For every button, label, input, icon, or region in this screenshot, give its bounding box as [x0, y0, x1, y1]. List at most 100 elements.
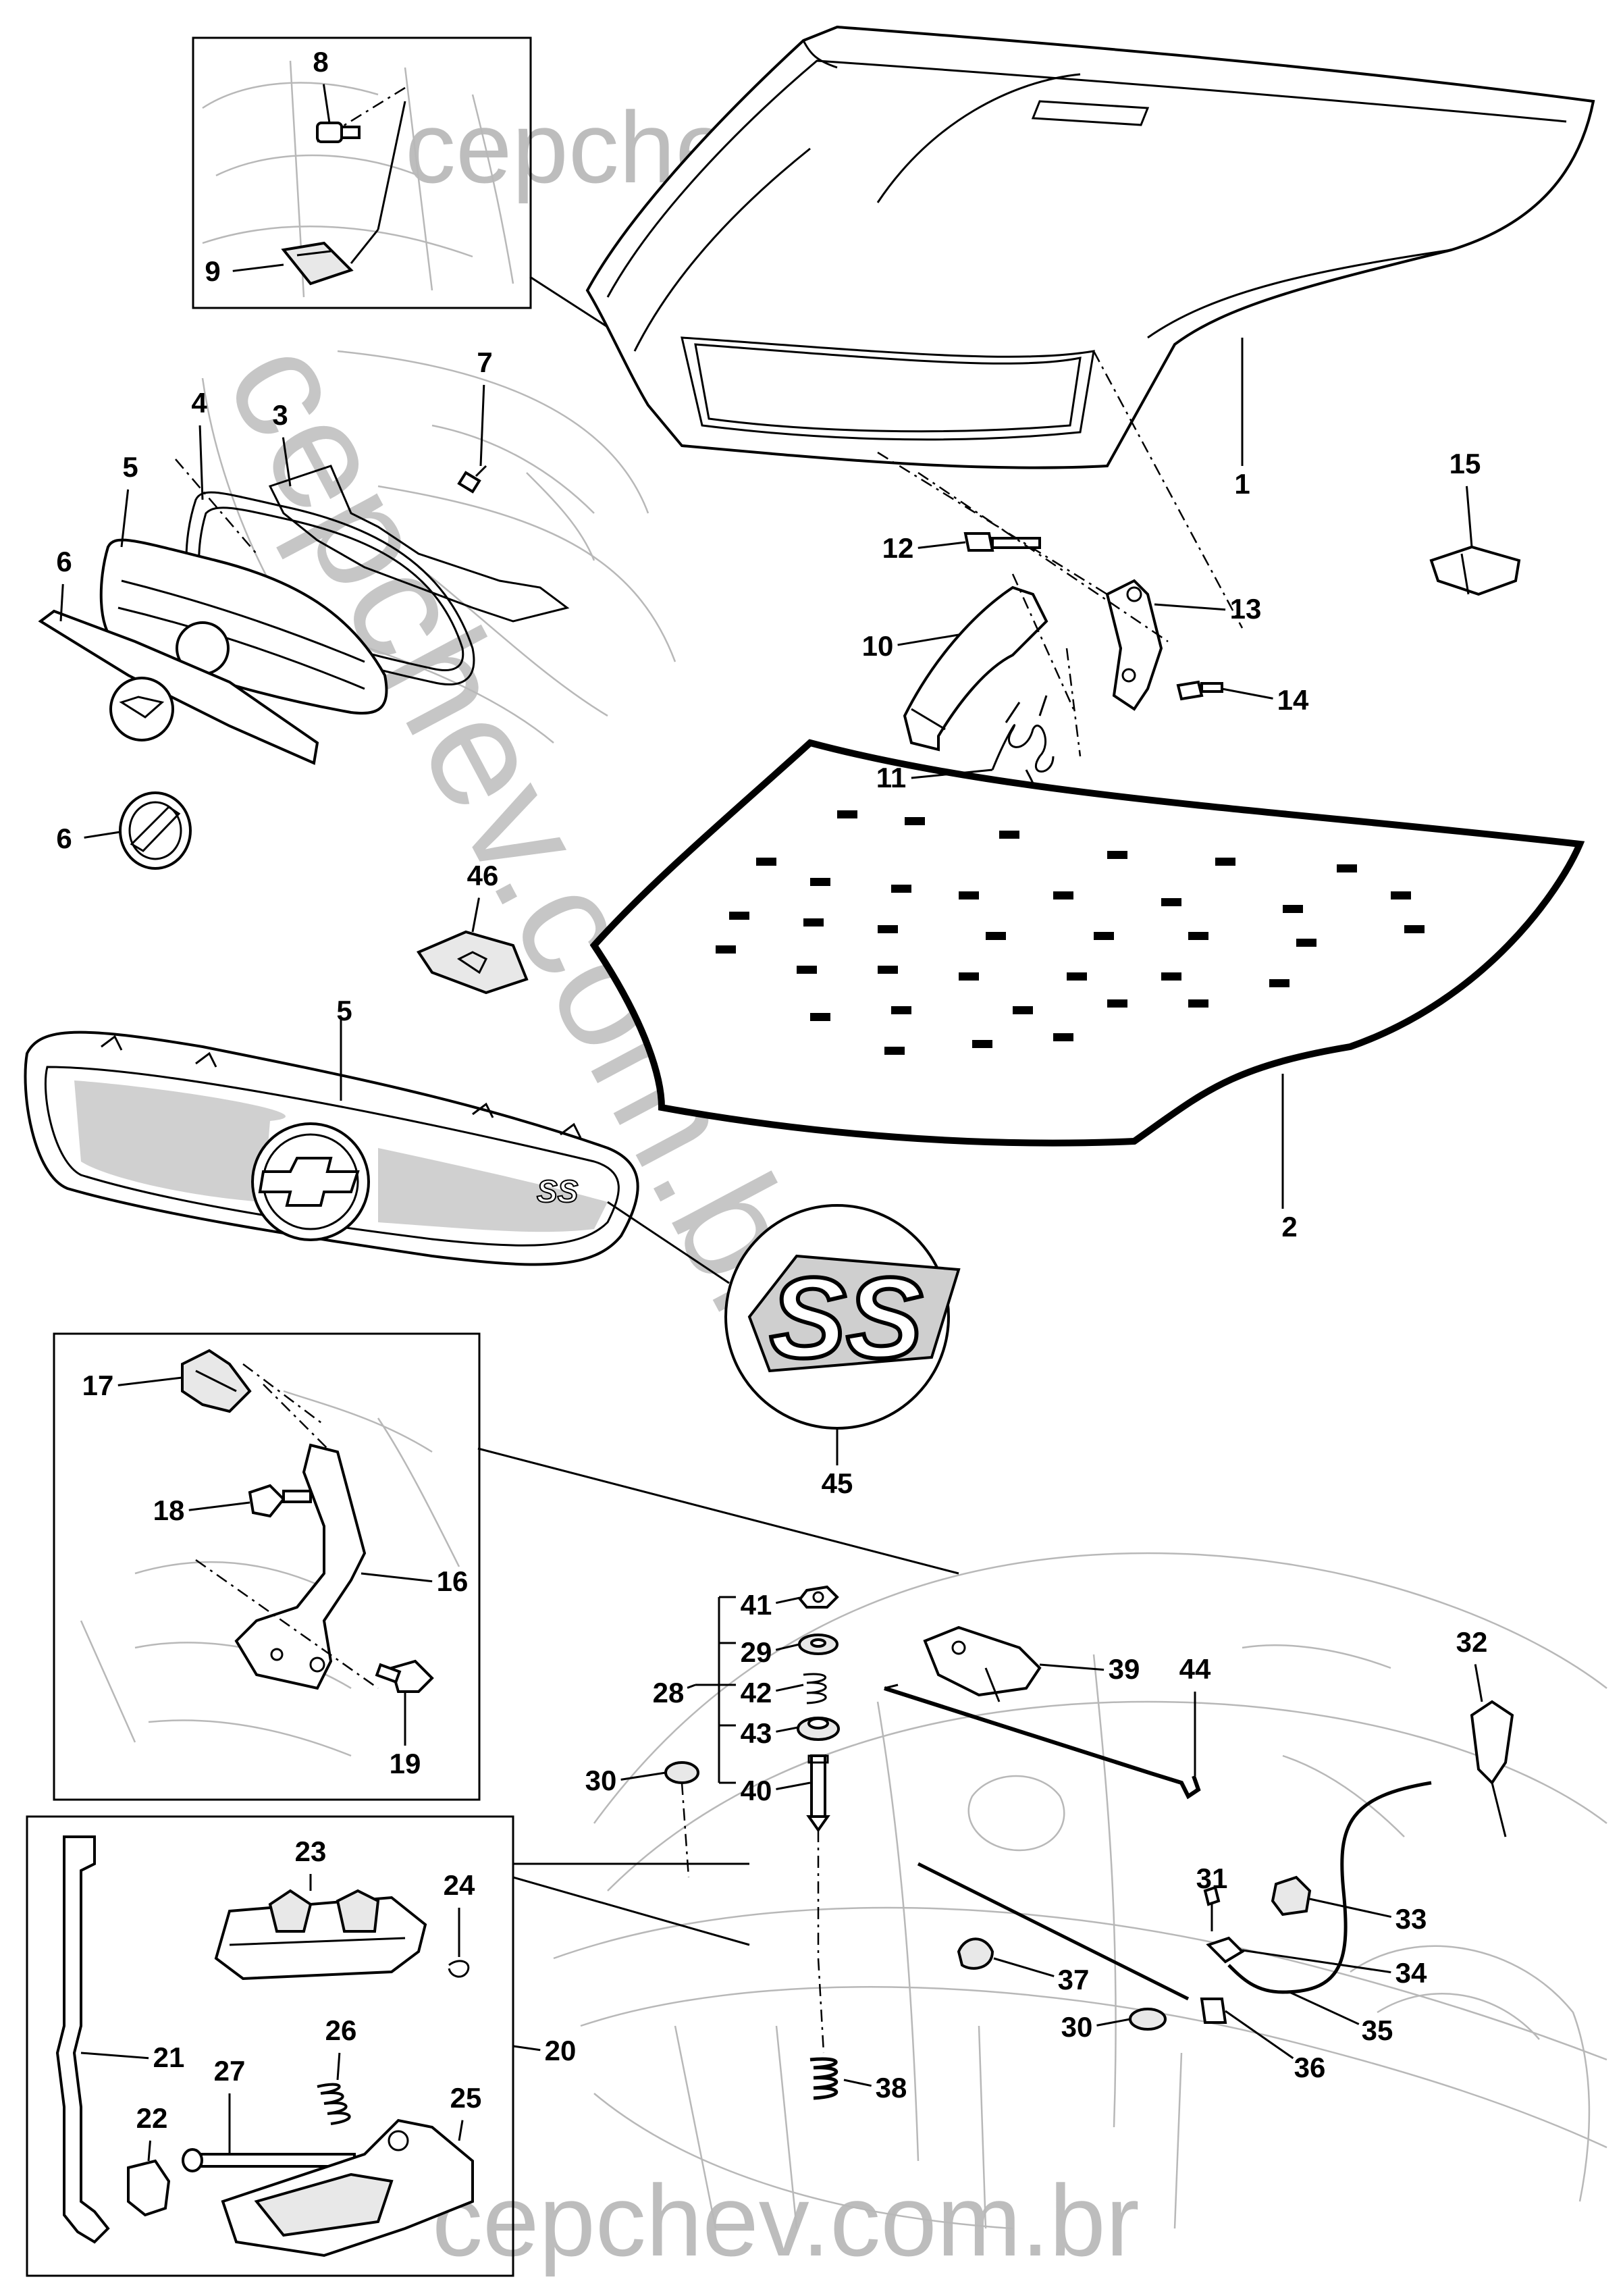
callout-8: 8: [313, 46, 328, 78]
clip-17: [181, 1349, 252, 1413]
callout-2: 2: [1281, 1211, 1297, 1243]
leader-15: [1465, 486, 1473, 548]
rubber-stop-9: [281, 241, 354, 286]
leader-32: [1474, 1664, 1483, 1702]
callout-21: 21: [153, 2041, 185, 2073]
clip-34: [1206, 1936, 1245, 1964]
leader-28: [687, 1684, 696, 1689]
callout-30: 30: [585, 1765, 617, 1796]
callout-36: 36: [1294, 2052, 1326, 2083]
leader-42: [776, 1684, 804, 1692]
hood-lock-bracket-16: [234, 1443, 367, 1690]
leader-11: [911, 768, 993, 779]
grille-trim-6: [38, 609, 319, 765]
leader-30: [1096, 2018, 1131, 2027]
callout-9: 9: [205, 255, 220, 287]
callout-44: 44: [1179, 1653, 1211, 1685]
leader-40: [776, 1781, 811, 1790]
callout-26: 26: [325, 2014, 357, 2046]
leader-46: [471, 897, 480, 933]
emblem-6: [119, 791, 192, 870]
callout-24: 24: [444, 1869, 475, 1901]
insulator-pattern: [716, 810, 1425, 1055]
hood-panel-1: [585, 25, 1595, 469]
rod-21: [55, 1835, 110, 2244]
callout-11: 11: [876, 762, 906, 793]
callout-6: 6: [56, 546, 72, 577]
callout-19: 19: [390, 1748, 421, 1779]
callout-32: 32: [1456, 1626, 1488, 1658]
clip-33: [1271, 1875, 1312, 1916]
pad-46: [417, 930, 529, 995]
inset-box-middle: [53, 1332, 481, 1801]
bolt-19: [375, 1659, 434, 1693]
inset-latch-assembly: [26, 1815, 750, 2277]
background-front-end-lower: [553, 1552, 1607, 2230]
screw-7: [457, 465, 487, 494]
callout-29: 29: [741, 1636, 772, 1668]
inset-box-top: [192, 36, 532, 309]
callout-6: 6: [56, 823, 72, 854]
callout-5: 5: [336, 995, 352, 1026]
background-front-end-upper: [201, 350, 676, 743]
rod-lower: [917, 1862, 1190, 2001]
callout-31: 31: [1196, 1862, 1228, 1894]
callout-3: 3: [272, 399, 288, 431]
leader-17: [117, 1376, 183, 1386]
clip-24: [448, 1960, 470, 1978]
leader-39: [1039, 1663, 1105, 1671]
grille-mount-3: [268, 465, 570, 623]
bolt-12: [963, 532, 1041, 552]
callout-7: 7: [477, 346, 492, 378]
plug-30-lower: [1129, 2008, 1167, 2031]
leader-22: [147, 2140, 152, 2162]
callout-18: 18: [153, 1494, 185, 1526]
callout-38: 38: [876, 2072, 907, 2104]
leader-38: [843, 2079, 872, 2087]
leader-4: [198, 425, 204, 500]
callout-30: 30: [1061, 2011, 1093, 2043]
leader-10: [897, 633, 959, 646]
hinge-10: [903, 585, 1048, 752]
grille-main-5: SS: [24, 1030, 639, 1266]
watermark-bottom: cepchev.com.br: [432, 2164, 1140, 2277]
leader-25: [458, 2120, 464, 2141]
leader-30: [620, 1771, 666, 1781]
callout-labels: 1234556678910111213141516171819202122232…: [56, 46, 1487, 2134]
cable-guide-37: [957, 1937, 994, 1970]
pin-40: [806, 1754, 830, 1833]
ss-badge-text: SS: [770, 1254, 923, 1382]
callout-33: 33: [1395, 1903, 1427, 1935]
callout-23: 23: [295, 1835, 327, 1867]
bushing-43: [797, 1717, 840, 1741]
callout-37: 37: [1058, 1964, 1090, 1995]
leader-16: [361, 1572, 433, 1583]
leader-lines: [59, 84, 1483, 2162]
callout-43: 43: [741, 1717, 772, 1749]
callout-39: 39: [1109, 1653, 1140, 1685]
leader-34: [1242, 1949, 1391, 1974]
inset-hood-bumper: [192, 36, 635, 346]
inset-hood-latch-bracket: [53, 1332, 959, 1801]
release-handle-32: [1470, 1700, 1514, 1837]
latch-plate-25: [221, 2118, 474, 2258]
callout-17: 17: [82, 1369, 114, 1401]
latch-base-23: [214, 1889, 427, 1981]
leader-41: [776, 1596, 801, 1604]
callout-42: 42: [741, 1677, 772, 1708]
callout-46: 46: [467, 860, 499, 891]
cable-35: [1227, 1781, 1432, 1994]
bolt-14: [1176, 680, 1223, 701]
callout-12: 12: [882, 532, 914, 564]
callout-45: 45: [822, 1467, 853, 1499]
leader-12: [917, 541, 966, 549]
callout-35: 35: [1362, 2014, 1393, 2046]
leader-18: [188, 1501, 250, 1511]
callout-15: 15: [1449, 448, 1481, 479]
callout-5: 5: [122, 451, 138, 483]
leader-8: [322, 84, 331, 124]
callout-4: 4: [191, 387, 207, 419]
grille-small-5: [99, 538, 388, 715]
callout-34: 34: [1395, 1957, 1427, 1989]
plug-30-upper: [664, 1761, 699, 1784]
